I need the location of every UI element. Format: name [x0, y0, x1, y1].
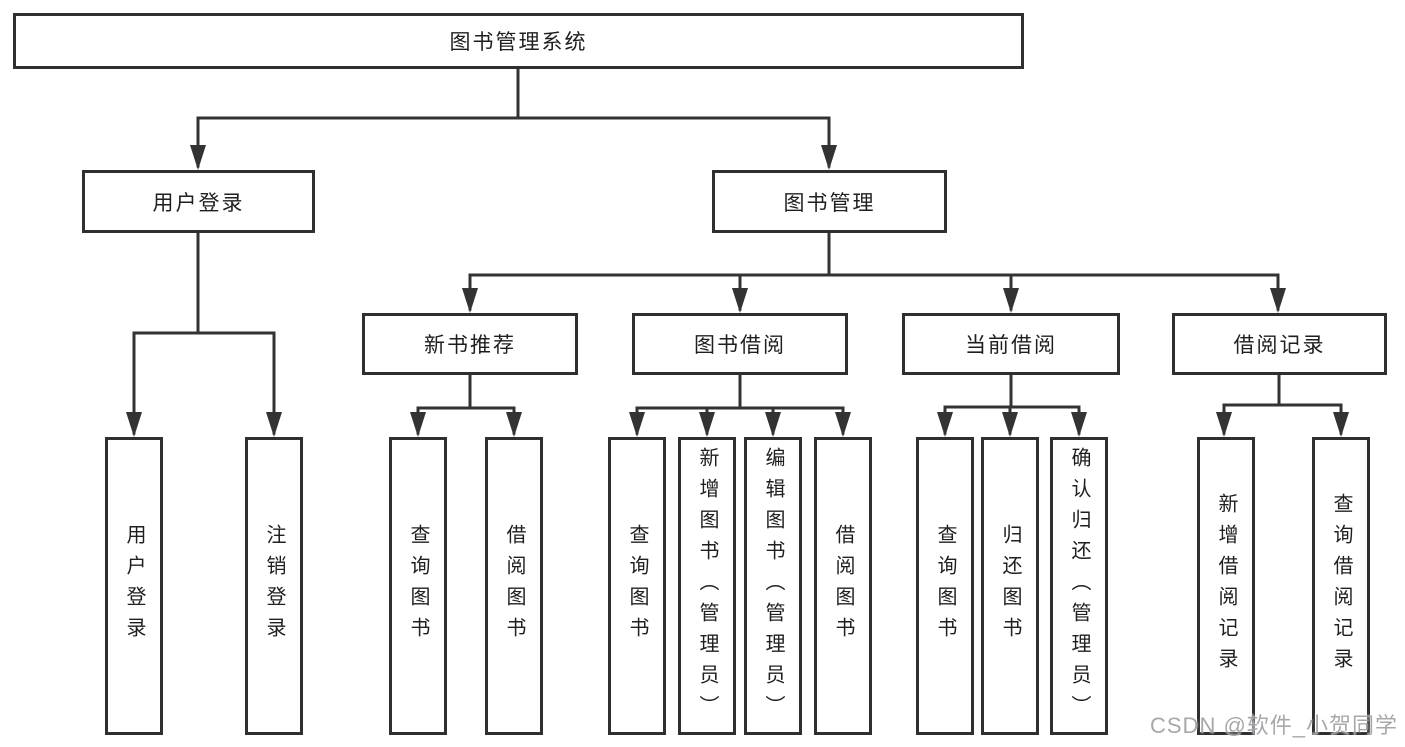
leaf-query-borrow-record-label: 查询借阅记录	[1330, 493, 1352, 679]
leaf-user-login: 用户登录	[105, 437, 163, 735]
leaf-confirm-return-admin-label: 确认归还（管理员）	[1068, 446, 1090, 726]
leaf-add-book-admin-label: 新增图书（管理员）	[696, 446, 718, 726]
node-book-management-label: 图书管理	[783, 191, 876, 215]
leaf-logout-login: 注销登录	[245, 437, 303, 735]
node-current-borrow-label: 当前借阅	[965, 334, 1057, 357]
leaf-query-books-borrow: 查询图书	[608, 437, 666, 735]
leaf-borrow-books-borrow: 借阅图书	[814, 437, 872, 735]
node-book-borrow-label: 图书借阅	[694, 334, 786, 357]
leaf-borrow-books-recommend-label: 借阅图书	[503, 524, 525, 648]
node-book-management: 图书管理	[712, 170, 947, 233]
leaf-query-books-borrow-label: 查询图书	[626, 524, 648, 648]
node-new-book-recommend-label: 新书推荐	[424, 334, 516, 357]
node-system-root: 图书管理系统	[13, 13, 1024, 69]
leaf-add-borrow-record: 新增借阅记录	[1197, 437, 1255, 735]
leaf-user-login-label: 用户登录	[123, 524, 145, 648]
connector-user-login-children	[126, 231, 282, 437]
connector-book-management-children	[462, 231, 1286, 313]
connector-root-to-level2	[190, 67, 837, 170]
node-user-login-label: 用户登录	[152, 191, 245, 215]
leaf-edit-book-admin: 编辑图书（管理员）	[744, 437, 802, 735]
node-book-borrow: 图书借阅	[632, 313, 848, 375]
connector-book-borrow-children	[629, 373, 851, 437]
leaf-query-books-current: 查询图书	[916, 437, 974, 735]
node-borrow-records: 借阅记录	[1172, 313, 1387, 375]
leaf-add-book-admin: 新增图书（管理员）	[678, 437, 736, 735]
leaf-edit-book-admin-label: 编辑图书（管理员）	[762, 446, 784, 726]
leaf-query-books-recommend-label: 查询图书	[407, 524, 429, 648]
node-new-book-recommend: 新书推荐	[362, 313, 578, 375]
leaf-query-books-recommend: 查询图书	[389, 437, 447, 735]
leaf-add-borrow-record-label: 新增借阅记录	[1215, 493, 1237, 679]
leaf-query-borrow-record: 查询借阅记录	[1312, 437, 1370, 735]
node-current-borrow: 当前借阅	[902, 313, 1120, 375]
leaf-borrow-books-recommend: 借阅图书	[485, 437, 543, 735]
leaf-query-books-current-label: 查询图书	[934, 524, 956, 648]
leaf-logout-login-label: 注销登录	[263, 524, 285, 648]
connector-new-book-children	[410, 373, 522, 437]
node-system-root-label: 图书管理系统	[449, 31, 588, 54]
csdn-watermark: CSDN @软件_小贺同学	[1150, 713, 1399, 738]
connector-borrow-records-children	[1216, 373, 1349, 437]
node-user-login: 用户登录	[82, 170, 315, 233]
connector-current-borrow-children	[937, 373, 1087, 437]
node-borrow-records-label: 借阅记录	[1233, 334, 1326, 357]
leaf-return-book-label: 归还图书	[999, 524, 1021, 648]
leaf-return-book: 归还图书	[981, 437, 1039, 735]
leaf-confirm-return-admin: 确认归还（管理员）	[1050, 437, 1108, 735]
leaf-borrow-books-borrow-label: 借阅图书	[832, 524, 854, 648]
